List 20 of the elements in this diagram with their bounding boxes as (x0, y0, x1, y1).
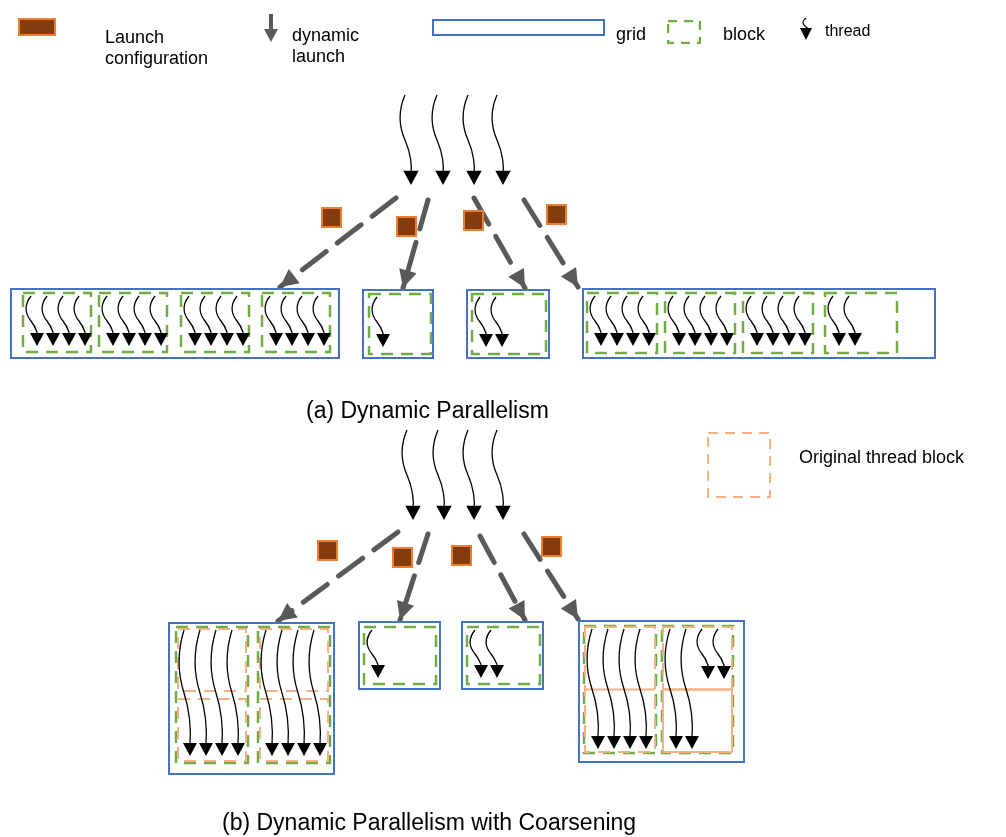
legend-text: grid (616, 24, 647, 45)
launch-arrow (477, 533, 528, 623)
legend-text: Launch configuration (105, 27, 210, 69)
legend-text: dynamic launch (292, 25, 361, 67)
legend-text: block (723, 24, 767, 45)
figure-caption: (a) Dynamic Parallelism (306, 396, 550, 425)
grid-box (10, 288, 340, 359)
legend-text: Original thread block (799, 447, 966, 468)
grid-box (168, 622, 335, 775)
launch-arrow (277, 195, 399, 290)
launch-arrow (399, 197, 431, 291)
launch-arrow (521, 531, 581, 622)
launch-arrow (521, 197, 581, 290)
figure-caption: (b) Dynamic Parallelism with Coarsening (222, 808, 638, 837)
launch-arrow (471, 195, 528, 291)
grid-box (582, 288, 936, 359)
legend-text: thread (825, 22, 872, 41)
grid-box (578, 620, 745, 763)
launch-arrow (275, 529, 401, 624)
launch-arrow (397, 531, 431, 623)
